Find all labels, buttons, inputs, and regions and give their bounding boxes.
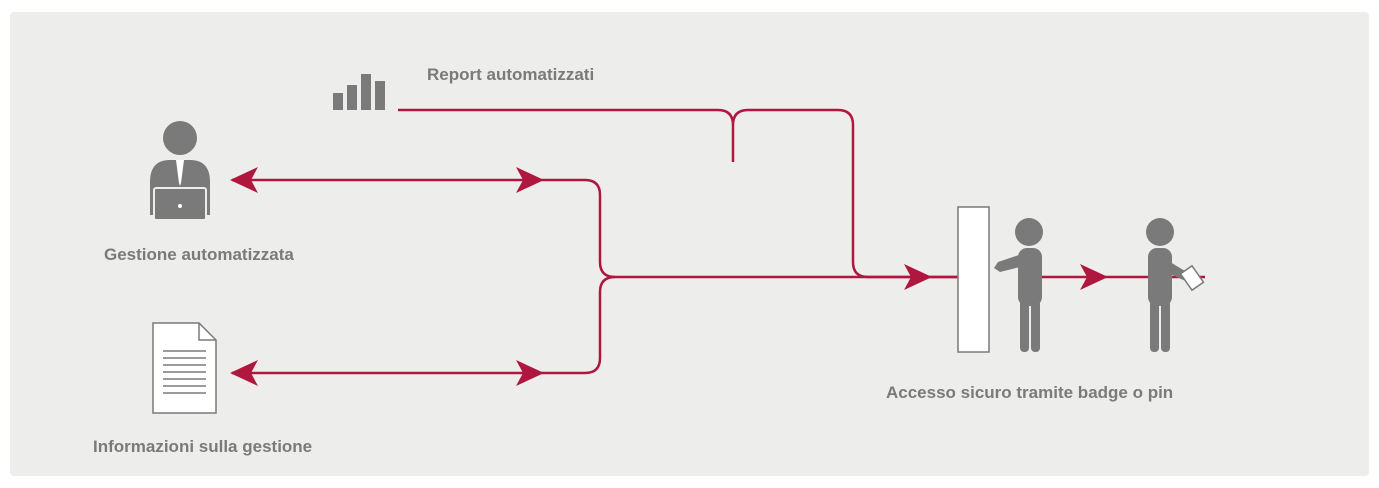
arrowhead-right-top xyxy=(516,167,544,193)
arrowhead-left-bottom xyxy=(230,360,258,386)
person-laptop-icon xyxy=(150,121,210,221)
person-icon xyxy=(994,218,1043,352)
report-label: Report automatizzati xyxy=(427,65,595,84)
diagram-panel xyxy=(10,12,1369,476)
arrowheads xyxy=(230,167,1108,386)
bar-chart-icon xyxy=(333,74,385,110)
arrowhead-to-person xyxy=(1080,264,1108,290)
management-label: Gestione automatizzata xyxy=(104,245,294,264)
info-label: Informazioni sulla gestione xyxy=(93,437,313,456)
access-label: Accesso sicuro tramite badge o pin xyxy=(886,383,1174,402)
person-badge-icon xyxy=(1146,218,1205,352)
connector-lines xyxy=(232,108,1205,375)
report-connector xyxy=(398,108,958,279)
turnstile-icon xyxy=(957,206,990,353)
arrowhead-right-bottom xyxy=(516,360,544,386)
info-connector xyxy=(232,275,616,375)
arrowhead-left-top xyxy=(230,167,258,193)
management-connector xyxy=(232,178,616,279)
arrowhead-to-turnstile xyxy=(904,264,932,290)
document-icon xyxy=(152,322,217,414)
